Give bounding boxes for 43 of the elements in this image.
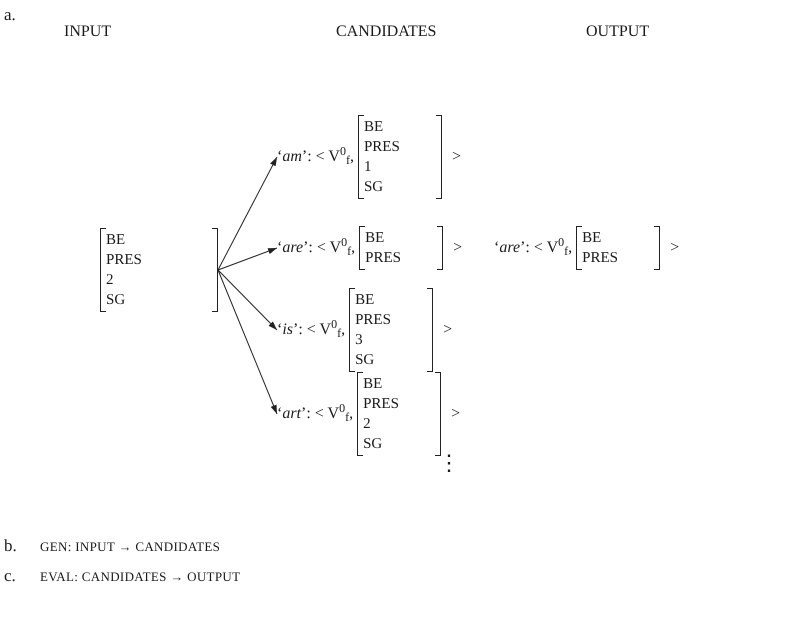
vertical-ellipsis: ⋮	[438, 452, 460, 474]
arrow	[218, 248, 278, 270]
angle-bracket: >	[452, 147, 461, 167]
feature-value: SG	[355, 351, 376, 370]
arrow	[218, 156, 278, 270]
candidate-form: ‘art’: < V$^{0}$$_{f}$,	[277, 402, 354, 426]
column-heading: OUTPUT	[586, 22, 650, 42]
feature-value: BE	[364, 118, 384, 137]
candidate-form: ‘are’: < V$^{0}$$_{f}$,	[277, 236, 356, 260]
feature-value: PRES	[355, 311, 392, 330]
candidate-form: ‘are’: < V$^{0}$$_{f}$,	[494, 236, 572, 260]
feature-value: 2	[363, 415, 372, 434]
item-letter: a.	[4, 4, 16, 26]
feature-value: BE	[365, 229, 386, 248]
rule-text: GEN: INPUT → CANDIDATES	[40, 538, 220, 556]
feature-value: PRES	[106, 251, 143, 270]
angle-bracket: >	[670, 238, 680, 258]
feature-value: BE	[363, 375, 384, 394]
arrow	[218, 270, 278, 414]
item-letter: b.	[4, 535, 17, 557]
feature-value: PRES	[364, 138, 401, 157]
feature-value: SG	[363, 435, 384, 454]
candidate-form: ‘is’: < V$^{0}$$_{f}$,	[277, 318, 346, 342]
column-heading: CANDIDATES	[336, 22, 436, 42]
rule-text: EVAL: CANDIDATES → OUTPUT	[40, 568, 240, 586]
feature-value: PRES	[363, 395, 400, 414]
feature-value: PRES	[365, 249, 402, 268]
candidate-form: ‘am’: < V$^{0}$$_{f}$,	[277, 145, 354, 169]
feature-value: 3	[355, 331, 364, 350]
feature-value: 1	[364, 158, 372, 177]
angle-bracket: >	[451, 404, 460, 424]
feature-value: SG	[364, 178, 384, 197]
feature-value: BE	[582, 229, 602, 248]
feature-value: PRES	[582, 249, 619, 268]
arrow	[218, 270, 278, 330]
column-heading: INPUT	[64, 22, 112, 42]
angle-bracket: >	[443, 320, 452, 340]
feature-value: SG	[106, 291, 126, 310]
item-letter: c.	[4, 565, 16, 587]
feature-value: 2	[106, 271, 114, 290]
feature-value: BE	[355, 291, 376, 310]
feature-value: BE	[106, 231, 126, 250]
angle-bracket: >	[453, 238, 462, 258]
